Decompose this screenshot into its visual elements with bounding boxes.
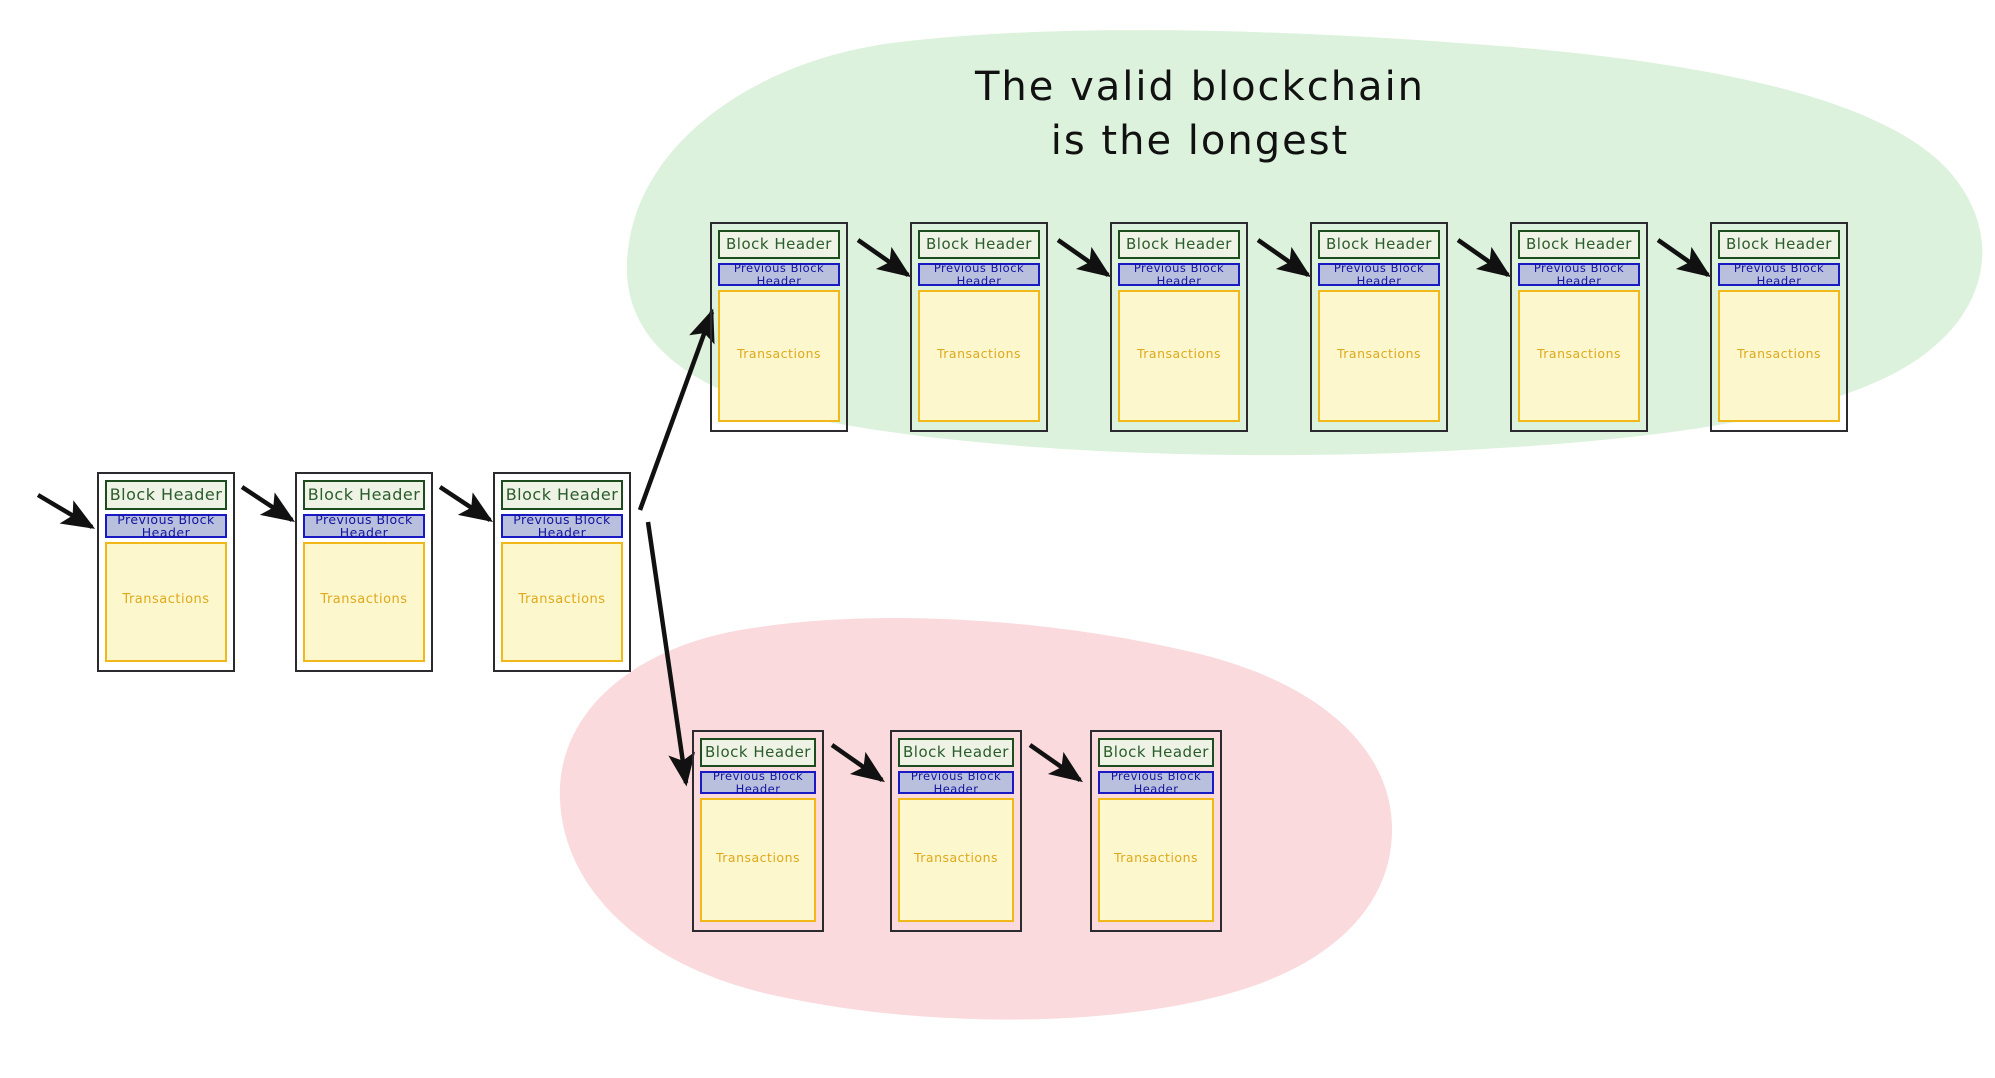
diagram-title: The valid blockchain is the longest (974, 64, 1426, 164)
arrow-main-1-2 (240, 485, 296, 522)
block-header-label: Block Header (1126, 234, 1232, 253)
transactions-label: Transactions (736, 346, 822, 362)
block-header-section: Block Header (1098, 738, 1214, 767)
transactions-label: Transactions (913, 850, 999, 866)
block-green-5[interactable]: Block Header Previous Block Header Trans… (1510, 222, 1648, 432)
transactions-section: Transactions (700, 798, 816, 922)
previous-block-header-section: Previous Block Header (1518, 261, 1640, 288)
previous-block-header-label: Previous Block Header (1110, 769, 1202, 796)
arrow-incoming (36, 493, 96, 529)
block-header-section: Block Header (718, 230, 840, 259)
block-header-label: Block Header (1526, 234, 1632, 253)
transactions-label: Transactions (518, 592, 606, 608)
transactions-section: Transactions (918, 290, 1040, 422)
previous-block-header-section: Previous Block Header (700, 769, 816, 796)
block-header-label: Block Header (1103, 742, 1209, 761)
transactions-section: Transactions (1098, 798, 1214, 922)
transactions-section: Transactions (105, 542, 227, 662)
block-green-6[interactable]: Block Header Previous Block Header Trans… (1710, 222, 1848, 432)
block-main-2[interactable]: Block Header Previous Block Header Trans… (295, 472, 433, 672)
block-header-section: Block Header (1118, 230, 1240, 259)
transactions-section: Transactions (303, 542, 425, 662)
block-green-3[interactable]: Block Header Previous Block Header Trans… (1110, 222, 1248, 432)
transactions-section: Transactions (1518, 290, 1640, 422)
block-header-label: Block Header (1726, 234, 1832, 253)
arrow-red-1-2 (830, 743, 885, 783)
transactions-section: Transactions (1318, 290, 1440, 422)
transactions-label: Transactions (936, 346, 1022, 362)
block-green-1[interactable]: Block Header Previous Block Header Trans… (710, 222, 848, 432)
previous-block-header-label: Previous Block Header (712, 769, 804, 796)
block-red-2[interactable]: Block Header Previous Block Header Trans… (890, 730, 1022, 932)
transactions-label: Transactions (1113, 850, 1199, 866)
previous-block-header-label: Previous Block Header (1133, 261, 1225, 288)
transactions-section: Transactions (1718, 290, 1840, 422)
arrow-red-2-3 (1028, 743, 1083, 783)
block-header-label: Block Header (903, 742, 1009, 761)
previous-block-header-label: Previous Block Header (1733, 261, 1825, 288)
previous-block-header-label: Previous Block Header (315, 511, 413, 540)
transactions-label: Transactions (1136, 346, 1222, 362)
previous-block-header-label: Previous Block Header (933, 261, 1025, 288)
block-header-section: Block Header (700, 738, 816, 767)
previous-block-header-section: Previous Block Header (501, 511, 623, 540)
previous-block-header-section: Previous Block Header (303, 511, 425, 540)
arrow-green-4-5 (1456, 238, 1511, 278)
block-red-1[interactable]: Block Header Previous Block Header Trans… (692, 730, 824, 932)
previous-block-header-section: Previous Block Header (918, 261, 1040, 288)
arrow-main-2-3 (438, 485, 494, 522)
block-green-4[interactable]: Block Header Previous Block Header Trans… (1310, 222, 1448, 432)
arrow-green-3-4 (1256, 238, 1311, 278)
previous-block-header-section: Previous Block Header (718, 261, 840, 288)
block-red-3[interactable]: Block Header Previous Block Header Trans… (1090, 730, 1222, 932)
transactions-section: Transactions (1118, 290, 1240, 422)
block-header-label: Block Header (705, 742, 811, 761)
transactions-label: Transactions (1736, 346, 1822, 362)
previous-block-header-label: Previous Block Header (117, 511, 215, 540)
block-header-label: Block Header (307, 484, 421, 504)
previous-block-header-label: Previous Block Header (1333, 261, 1425, 288)
previous-block-header-section: Previous Block Header (1098, 769, 1214, 796)
previous-block-header-section: Previous Block Header (105, 511, 227, 540)
transactions-section: Transactions (898, 798, 1014, 922)
transactions-section: Transactions (718, 290, 840, 422)
transactions-section: Transactions (501, 542, 623, 662)
arrow-green-2-3 (1056, 238, 1111, 278)
previous-block-header-section: Previous Block Header (1318, 261, 1440, 288)
block-main-3[interactable]: Block Header Previous Block Header Trans… (493, 472, 631, 672)
previous-block-header-label: Previous Block Header (733, 261, 825, 288)
arrow-fork-to-valid-chain (637, 308, 715, 511)
arrow-green-5-6 (1656, 238, 1711, 278)
previous-block-header-section: Previous Block Header (1118, 261, 1240, 288)
block-header-section: Block Header (918, 230, 1040, 259)
previous-block-header-section: Previous Block Header (1718, 261, 1840, 288)
block-main-1[interactable]: Block Header Previous Block Header Trans… (97, 472, 235, 672)
block-header-label: Block Header (1326, 234, 1432, 253)
previous-block-header-label: Previous Block Header (910, 769, 1002, 796)
block-header-section: Block Header (1318, 230, 1440, 259)
previous-block-header-label: Previous Block Header (1533, 261, 1625, 288)
block-header-label: Block Header (109, 484, 223, 504)
arrow-fork-to-orphan-chain (645, 521, 696, 787)
previous-block-header-section: Previous Block Header (898, 769, 1014, 796)
block-header-section: Block Header (1718, 230, 1840, 259)
block-header-label: Block Header (505, 484, 619, 504)
transactions-label: Transactions (122, 592, 210, 608)
block-header-section: Block Header (501, 480, 623, 510)
transactions-label: Transactions (715, 850, 801, 866)
transactions-label: Transactions (320, 592, 408, 608)
transactions-label: Transactions (1336, 346, 1422, 362)
block-header-label: Block Header (726, 234, 832, 253)
arrow-green-1-2 (856, 238, 911, 278)
block-header-section: Block Header (303, 480, 425, 510)
transactions-label: Transactions (1536, 346, 1622, 362)
block-header-section: Block Header (898, 738, 1014, 767)
block-header-section: Block Header (1518, 230, 1640, 259)
block-header-section: Block Header (105, 480, 227, 510)
previous-block-header-label: Previous Block Header (513, 511, 611, 540)
block-green-2[interactable]: Block Header Previous Block Header Trans… (910, 222, 1048, 432)
block-header-label: Block Header (926, 234, 1032, 253)
